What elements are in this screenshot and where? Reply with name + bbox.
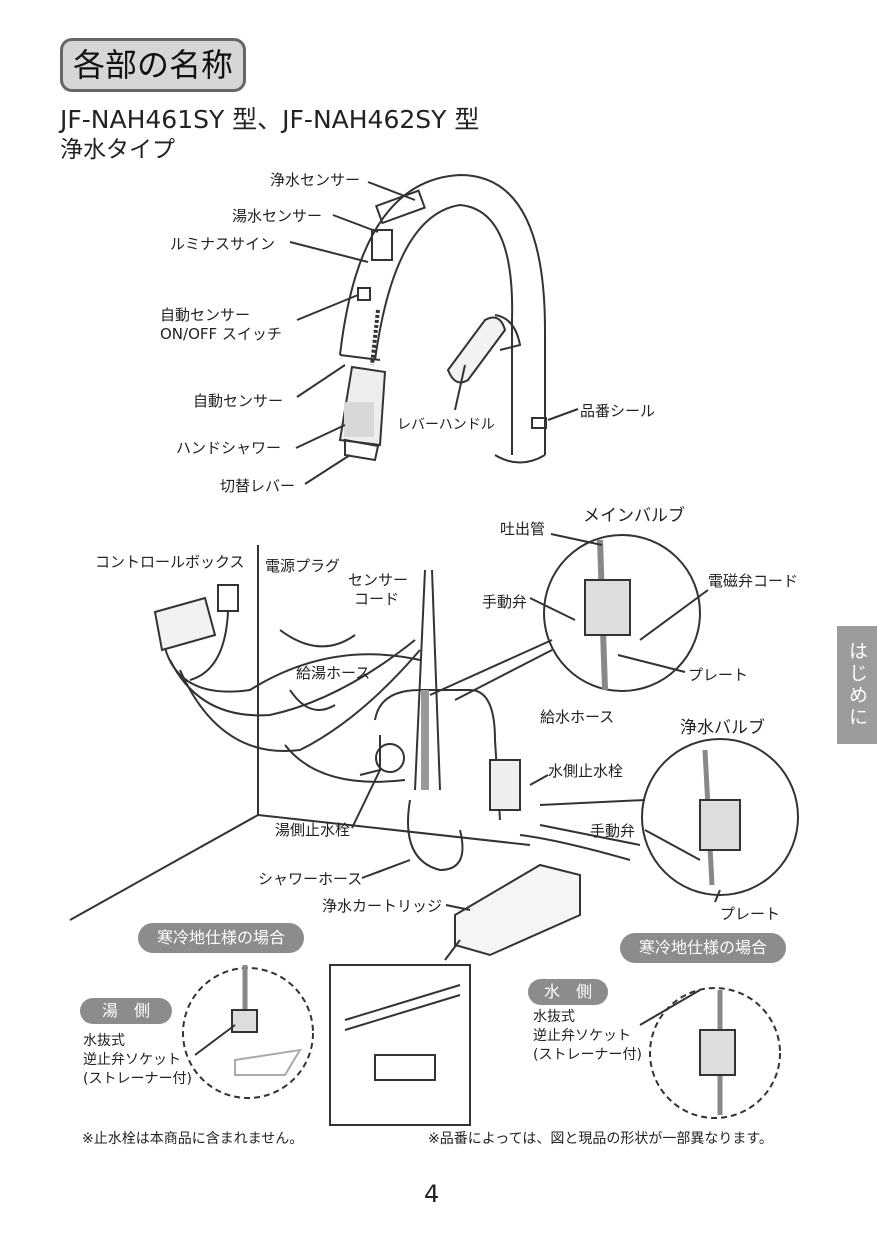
type-subtitle: 浄水タイプ <box>60 137 175 163</box>
label-auto-sensor-switch: 自動センサー ON/OFF スイッチ <box>160 306 282 344</box>
label-product-seal: 品番シール <box>580 402 656 420</box>
label-hot-stop-valve: 湯側止水栓 <box>275 821 351 839</box>
model-numbers: JF-NAH461SY 型、JF-NAH462SY 型 <box>60 105 480 134</box>
label-control-box: コントロールボックス <box>95 553 245 571</box>
hot-side-badge: 湯 側 <box>80 998 172 1024</box>
cold-side-badge: 水 側 <box>528 979 608 1005</box>
cold-region-badge-left: 寒冷地仕様の場合 <box>138 923 304 953</box>
hot-socket-line3: (ストレーナー付) <box>83 1071 192 1087</box>
label-lever-handle: レバーハンドル <box>397 417 495 433</box>
hot-socket-label: 水抜式 逆止弁ソケット (ストレーナー付) <box>83 1032 192 1089</box>
label-sensor-cord: センサー コード <box>348 571 408 609</box>
label-filter-cartridge: 浄水カートリッジ <box>322 897 443 915</box>
label-main-valve: メインバルブ <box>583 506 685 526</box>
label-plate-purifier: プレート <box>720 905 781 923</box>
label-purified-sensor: 浄水センサー <box>270 171 361 189</box>
label-hot-water-sensor: 湯水センサー <box>232 207 323 225</box>
cold-socket-line2: 逆止弁ソケット <box>533 1028 631 1044</box>
faucet-arch <box>339 173 546 455</box>
label-sensor-cord-line2: コード <box>354 590 400 608</box>
label-luminous-sign: ルミナスサイン <box>170 235 276 253</box>
label-switch-lever: 切替レバー <box>220 477 296 495</box>
label-auto-sensor: 自動センサー <box>193 392 284 410</box>
label-cold-stop-valve: 水側止水栓 <box>548 762 624 780</box>
label-hand-shower: ハンドシャワー <box>176 439 282 457</box>
label-solenoid-cord: 電磁弁コード <box>708 572 799 590</box>
note-shape-difference: ※品番によっては、図と現品の形状が一部異なります。 <box>428 1131 773 1147</box>
hot-socket-line1: 水抜式 <box>83 1033 125 1049</box>
label-power-plug: 電源プラグ <box>265 557 341 575</box>
cold-region-badge-right: 寒冷地仕様の場合 <box>620 933 786 963</box>
label-shower-hose: シャワーホース <box>258 870 363 888</box>
note-stop-valve: ※止水栓は本商品に含まれません。 <box>82 1131 304 1147</box>
label-manual-valve-main: 手動弁 <box>482 593 528 611</box>
label-hot-supply-hose: 給湯ホース <box>296 664 371 682</box>
hot-socket-line2: 逆止弁ソケット <box>83 1052 181 1068</box>
label-purifier-valve: 浄水バルブ <box>680 718 765 738</box>
cold-socket-line1: 水抜式 <box>533 1009 575 1025</box>
label-cold-supply-hose: 給水ホース <box>540 708 615 726</box>
cold-socket-label: 水抜式 逆止弁ソケット (ストレーナー付) <box>533 1008 642 1065</box>
label-manual-valve-purifier: 手動弁 <box>590 822 636 840</box>
cold-socket-line3: (ストレーナー付) <box>533 1047 642 1063</box>
page-number: 4 <box>424 1180 440 1208</box>
label-sensor-cord-line1: センサー <box>348 571 409 589</box>
label-spout-pipe: 吐出管 <box>500 520 546 538</box>
label-plate-main: プレート <box>688 666 749 684</box>
label-auto-sensor-switch-line2: ON/OFF スイッチ <box>160 325 282 343</box>
section-side-tab: はじめに <box>837 626 877 744</box>
section-title: 各部の名称 <box>60 38 246 92</box>
label-auto-sensor-switch-line1: 自動センサー <box>160 306 251 324</box>
